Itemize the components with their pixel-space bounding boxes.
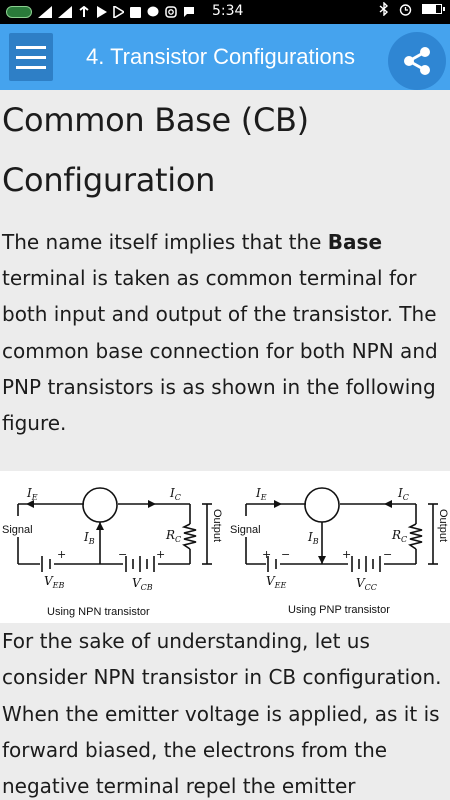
cb-circuit-figure: IE IC IB RC Signal Output VEB VCB + − + … — [0, 471, 450, 624]
article-heading: Common Base (CB) Configuration — [2, 101, 309, 199]
bluetooth-icon — [379, 2, 389, 16]
signal-label: Signal — [2, 524, 33, 536]
play-store-icon — [97, 6, 107, 18]
ic-label: IC — [169, 486, 181, 502]
signal-icon — [58, 6, 72, 18]
share-icon — [404, 47, 430, 75]
status-system-icons — [379, 2, 445, 16]
minus-sign: − — [118, 548, 127, 561]
ib-label: IB — [307, 530, 319, 546]
ie-label: IE — [26, 486, 38, 502]
output-label: Output — [211, 509, 223, 542]
app-bar: 4. Transistor Configurations — [0, 24, 450, 90]
bold-term: Base — [327, 230, 383, 254]
signal-icon — [38, 6, 52, 18]
network-icon — [79, 6, 89, 17]
veb-label: VEB — [44, 574, 65, 590]
vcc-label: VCC — [356, 576, 377, 592]
article-paragraph: The name itself implies that the Base te… — [0, 224, 450, 441]
pnp-circuit — [245, 487, 438, 573]
operator-logo — [6, 6, 32, 18]
status-bar: 5:34 — [0, 0, 450, 24]
share-button[interactable] — [388, 32, 446, 90]
minus-sign: − — [281, 548, 290, 561]
paragraph-text: The name itself implies that the — [2, 230, 328, 254]
instagram-icon — [165, 6, 177, 18]
plus-sign: + — [156, 548, 165, 561]
message-icon — [184, 7, 194, 17]
battery-icon — [422, 4, 445, 14]
plus-sign: + — [57, 548, 66, 561]
plus-sign: + — [342, 548, 351, 561]
article-content[interactable]: Common Base (CB) Configuration The name … — [0, 90, 450, 800]
vcb-label: VCB — [132, 576, 153, 592]
plus-sign: + — [262, 548, 271, 561]
npn-caption: Using NPN transistor — [47, 606, 150, 618]
alarm-icon — [399, 3, 412, 16]
rc-label: RC — [165, 528, 181, 544]
clock: 5:34 — [212, 3, 244, 19]
pnp-caption: Using PNP transistor — [288, 604, 390, 616]
circuit-diagrams: IE IC IB RC Signal Output VEB VCB + − + … — [2, 486, 449, 618]
rc-label: RC — [391, 528, 407, 544]
ic-label: IC — [397, 486, 409, 502]
facebook-icon — [130, 6, 141, 18]
pnp-arrows — [274, 500, 392, 565]
signal-label: Signal — [230, 524, 261, 536]
play-icon — [113, 6, 124, 18]
status-notifications — [6, 6, 195, 18]
npn-circuit — [17, 487, 212, 573]
paragraph-text: terminal is taken as common terminal for… — [2, 266, 438, 436]
hamburger-menu-icon[interactable] — [9, 33, 53, 81]
npn-arrows — [26, 500, 156, 531]
vee-label: VEE — [266, 574, 287, 590]
page-title: 4. Transistor Configurations — [86, 44, 356, 69]
messenger-icon — [147, 6, 159, 17]
minus-sign: − — [383, 548, 392, 561]
ib-label: IB — [83, 530, 95, 546]
output-label: Output — [437, 509, 449, 542]
article-paragraph: For the sake of understanding, let us co… — [2, 629, 442, 799]
ie-label: IE — [255, 486, 267, 502]
